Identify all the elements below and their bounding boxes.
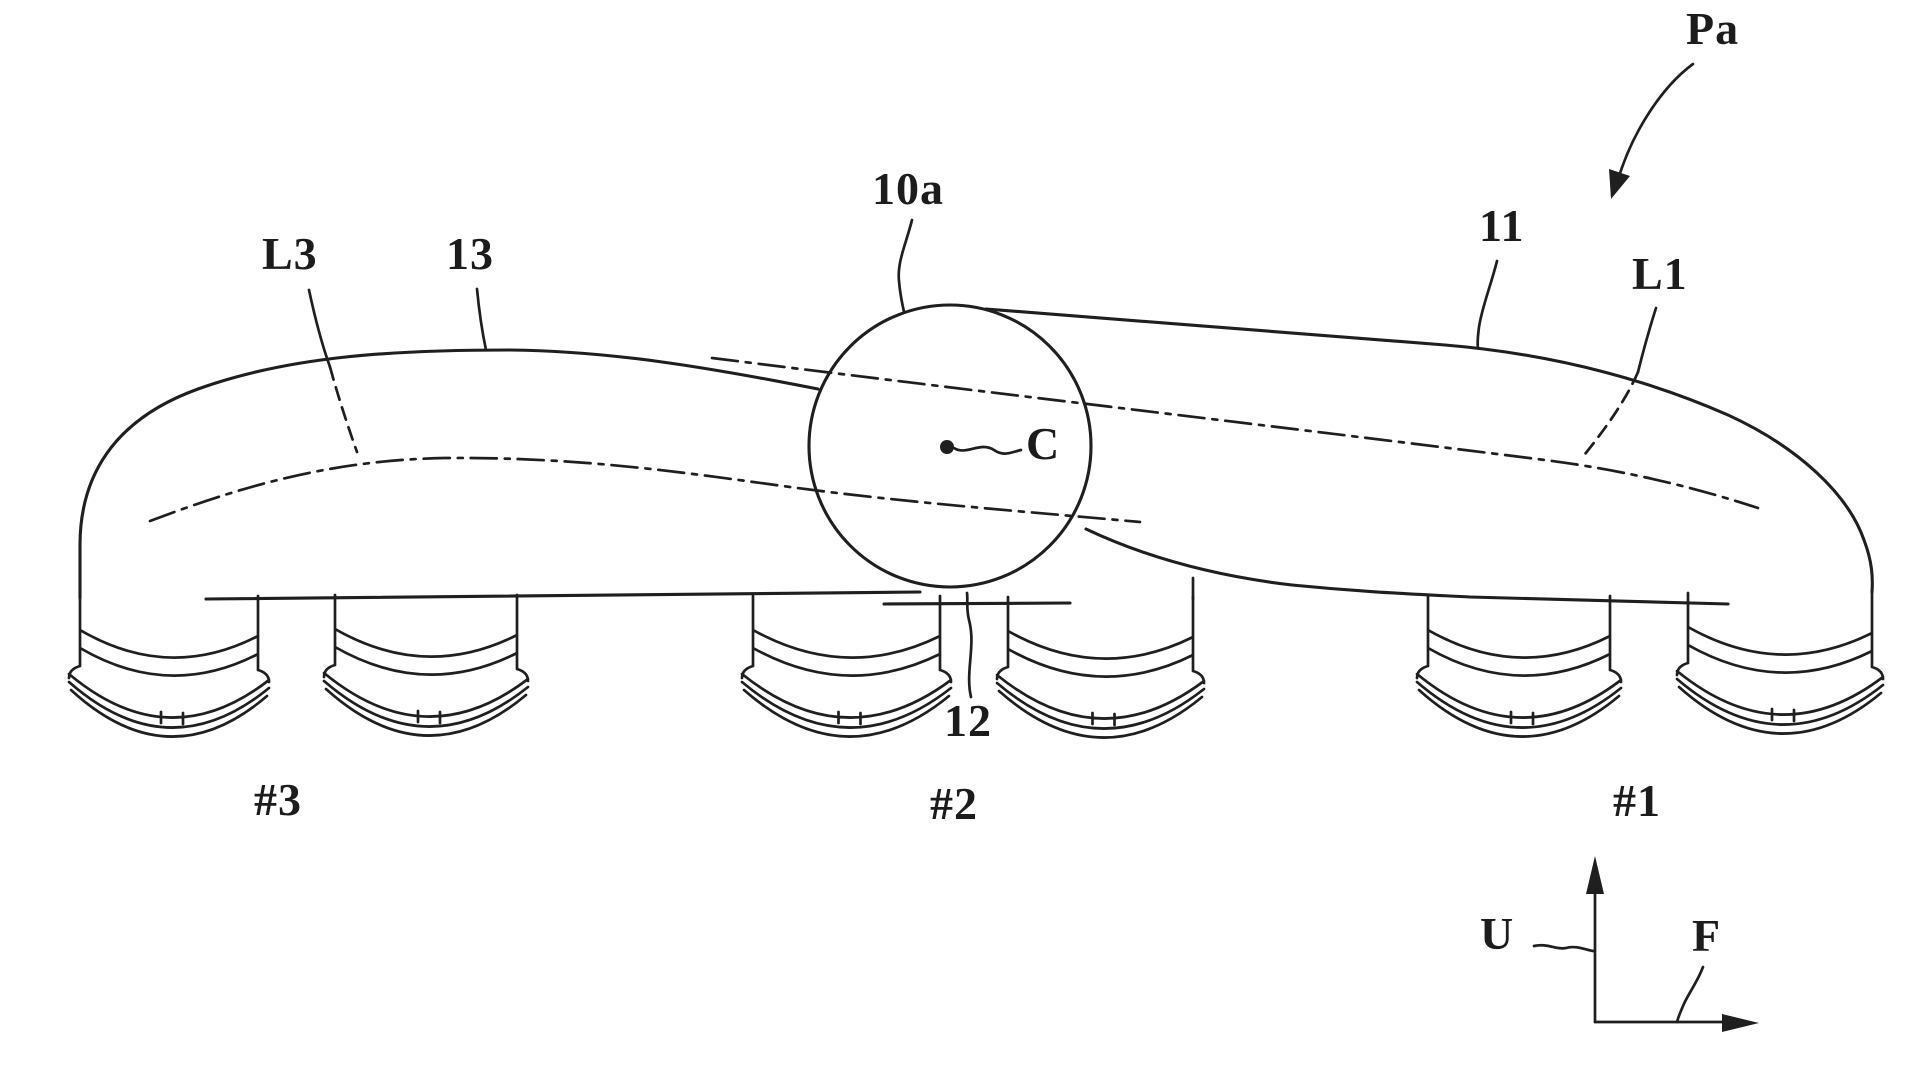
label-11: 11 <box>1479 200 1525 251</box>
center-point-dot <box>940 440 954 454</box>
collector-circle <box>807 303 1093 589</box>
leader-13 <box>475 287 488 352</box>
leader-l1-hidden <box>1579 370 1640 461</box>
pa-arrow-shaft <box>1615 62 1695 185</box>
pa-arrowhead <box>1609 169 1630 199</box>
baseline-left <box>204 590 922 601</box>
label-l3: L3 <box>262 228 318 279</box>
right-pipe-bottom-outline <box>1084 527 1730 606</box>
label-cylinder-1: #1 <box>1613 775 1661 826</box>
cylinder-port <box>995 595 1206 739</box>
leader-12 <box>965 591 973 699</box>
leader-10a <box>897 218 914 314</box>
cylinder-port <box>1675 591 1885 735</box>
label-10a: 10a <box>872 163 944 214</box>
cylinder-port <box>67 594 271 738</box>
cylinder-ports <box>67 591 1885 739</box>
label-axis-u: U <box>1480 908 1515 959</box>
cylinder-port <box>1415 594 1623 738</box>
leader-u <box>1532 943 1595 953</box>
label-13: 13 <box>446 228 494 279</box>
label-12: 12 <box>944 695 992 746</box>
label-pa: Pa <box>1686 3 1740 54</box>
axis-up-arrowhead <box>1586 856 1604 894</box>
label-cylinder-3: #3 <box>254 774 302 825</box>
left-pipe-outline <box>78 348 820 600</box>
baseline-center <box>882 601 1072 606</box>
label-l1: L1 <box>1632 248 1688 299</box>
leader-l1 <box>1636 306 1658 374</box>
centerline-l3 <box>148 456 1142 524</box>
leader-11 <box>1476 259 1499 350</box>
cylinder-port <box>322 593 530 737</box>
label-axis-f: F <box>1692 910 1722 961</box>
label-c: C <box>1026 418 1061 469</box>
right-pipe-top-outline <box>984 307 1874 594</box>
label-cylinder-2: #2 <box>930 778 978 829</box>
centerline-l1 <box>710 356 1760 510</box>
center-point-leader <box>952 445 1023 455</box>
cylinder-port <box>740 594 953 738</box>
leader-f <box>1675 965 1705 1024</box>
axis-front-arrowhead <box>1722 1014 1759 1032</box>
leader-l3 <box>307 288 332 369</box>
leader-l3-hidden <box>328 365 359 454</box>
